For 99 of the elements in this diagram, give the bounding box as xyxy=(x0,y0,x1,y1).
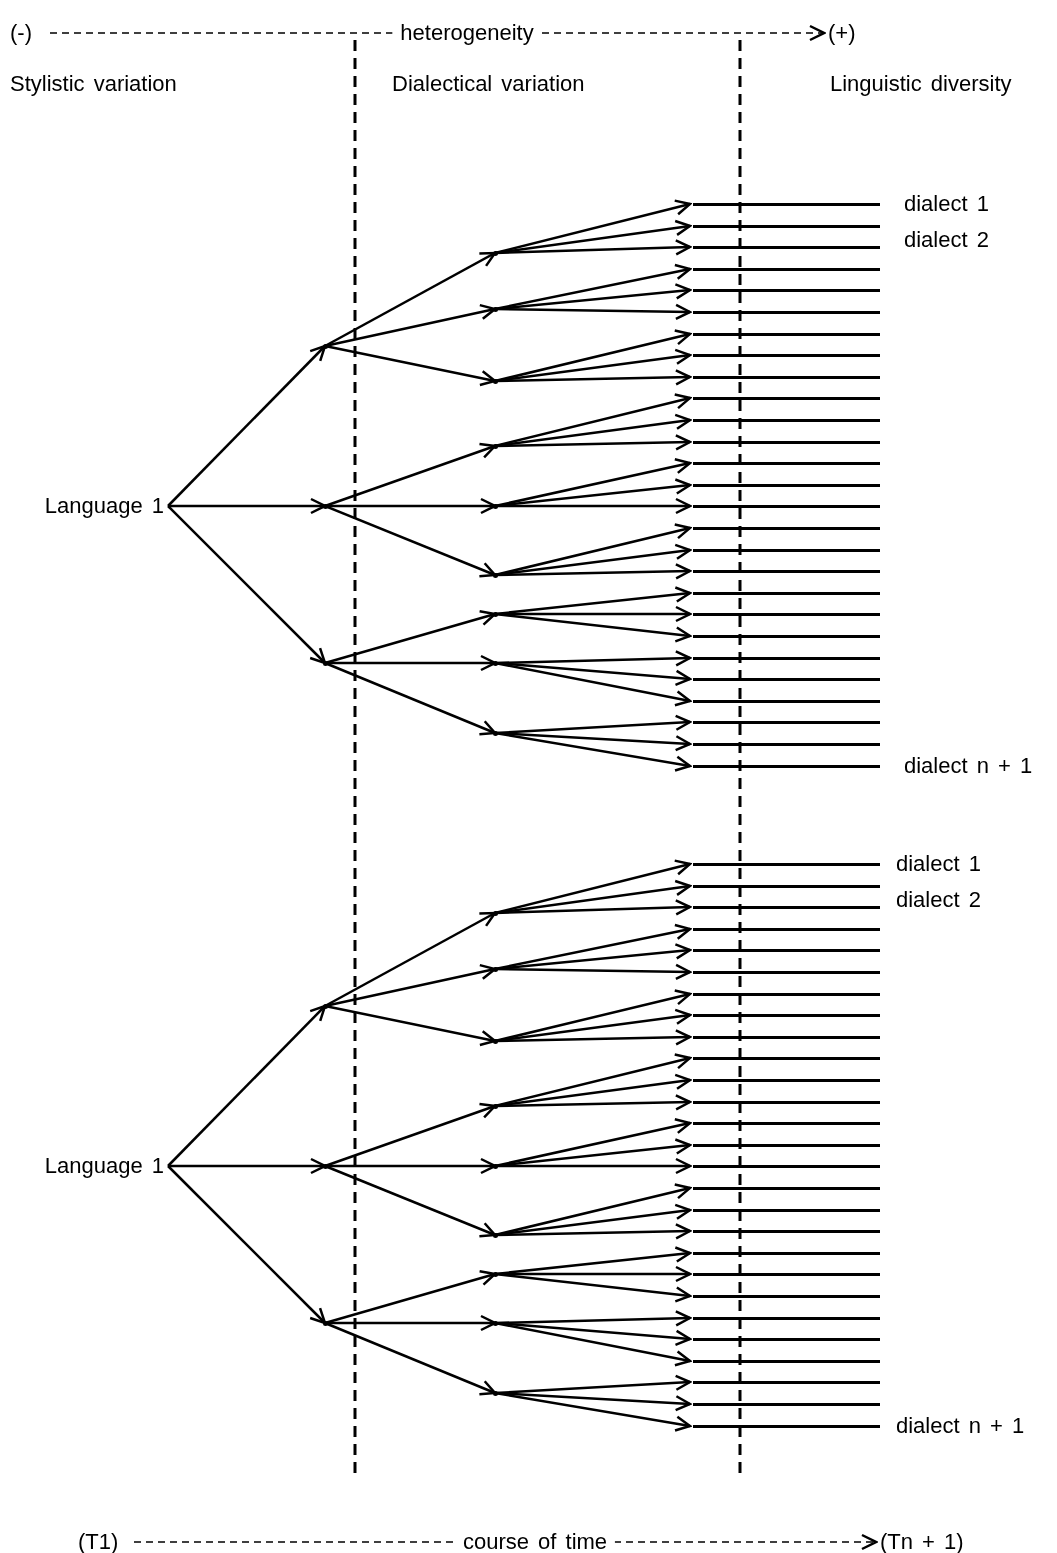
branch-label: dialect 2 xyxy=(904,226,989,254)
junction-dot xyxy=(492,1390,498,1396)
branch-line xyxy=(693,332,880,336)
junction-dot xyxy=(492,1232,498,1238)
branch-line xyxy=(693,634,880,638)
branch-line xyxy=(693,1229,880,1233)
branch-line xyxy=(693,1402,880,1406)
node-text: Language 1 xyxy=(6,492,164,520)
junction-dot xyxy=(492,1320,498,1326)
junction-dot xyxy=(492,443,498,449)
branch-line xyxy=(693,742,880,746)
branch-line xyxy=(693,440,880,444)
junction-dot xyxy=(322,1003,328,1009)
junction-dot xyxy=(492,730,498,736)
node-text: (Tn + 1) xyxy=(880,1528,972,1553)
branch-line xyxy=(693,862,880,866)
junction-dot xyxy=(492,1103,498,1109)
branch-line xyxy=(693,591,880,595)
branch-line xyxy=(693,677,880,681)
branch-line xyxy=(693,548,880,552)
junction-dot xyxy=(492,1271,498,1277)
branch-label: dialect n + 1 xyxy=(904,752,1033,780)
junction-dot xyxy=(492,572,498,578)
branch-line xyxy=(693,612,880,616)
branch-line xyxy=(693,245,880,249)
branch-line xyxy=(693,396,880,400)
branch-line xyxy=(693,764,880,768)
branch-line xyxy=(693,1337,880,1341)
junction-dot xyxy=(492,250,498,256)
junction-dot xyxy=(492,611,498,617)
branch-line xyxy=(693,483,880,487)
arrow xyxy=(495,497,692,515)
arrow xyxy=(167,344,327,507)
branch-line xyxy=(693,1035,880,1039)
arrow xyxy=(167,1004,327,1167)
branch-line xyxy=(693,288,880,292)
junction-dot xyxy=(492,966,498,972)
branch-line xyxy=(693,699,880,703)
heading-label: Stylistic variation xyxy=(10,70,177,98)
node-text: (+) xyxy=(828,19,868,47)
branch-label: dialect 1 xyxy=(904,190,989,218)
heading-label: Linguistic diversity xyxy=(830,70,1012,98)
branch-line xyxy=(693,310,880,314)
branch-line xyxy=(693,1186,880,1190)
branch-line xyxy=(693,656,880,660)
junction-dot xyxy=(492,1038,498,1044)
branch-line xyxy=(693,905,880,909)
branch-line xyxy=(693,504,880,508)
branch-line xyxy=(693,1251,880,1255)
branch-line xyxy=(693,569,880,573)
branch-line xyxy=(693,1078,880,1082)
junction-dot xyxy=(492,378,498,384)
branch-line xyxy=(693,202,880,206)
branch-line xyxy=(693,1164,880,1168)
branch-line xyxy=(693,1143,880,1147)
branch-line xyxy=(693,1316,880,1320)
branch-line xyxy=(693,970,880,974)
junction-dot xyxy=(322,1320,328,1326)
branch-line xyxy=(693,1056,880,1060)
branch-line xyxy=(693,1380,880,1384)
junction-dot xyxy=(492,910,498,916)
branch-line xyxy=(693,1359,880,1363)
branch-label: dialect 1 xyxy=(896,850,981,878)
heading-label: Dialectical variation xyxy=(392,70,585,98)
branch-label: dialect 2 xyxy=(896,886,981,914)
branch-line xyxy=(693,418,880,422)
junction-dot xyxy=(322,1163,328,1169)
node-text: (-) xyxy=(10,19,46,47)
junction-dot xyxy=(492,1163,498,1169)
node-text: (T1) xyxy=(78,1528,130,1553)
arrow xyxy=(167,505,327,665)
arrow xyxy=(495,1157,692,1175)
branch-line xyxy=(693,375,880,379)
junction-dot xyxy=(322,660,328,666)
branch-line xyxy=(693,927,880,931)
branch-line xyxy=(693,1272,880,1276)
branch-line xyxy=(693,461,880,465)
junction-dot xyxy=(492,503,498,509)
junction-dot xyxy=(322,343,328,349)
junction-dot xyxy=(492,306,498,312)
arrow xyxy=(167,1165,327,1325)
branch-line xyxy=(693,224,880,228)
branch-line xyxy=(693,884,880,888)
junction-dot xyxy=(322,503,328,509)
branch-line xyxy=(693,720,880,724)
node-text: Language 1 xyxy=(6,1152,164,1180)
branch-line xyxy=(693,526,880,530)
branch-line xyxy=(693,1208,880,1212)
branch-line xyxy=(693,948,880,952)
branch-line xyxy=(693,1013,880,1017)
branch-label: dialect n + 1 xyxy=(896,1412,1025,1440)
branch-line xyxy=(693,1424,880,1428)
branch-line xyxy=(693,1121,880,1125)
branch-line xyxy=(693,1100,880,1104)
junction-dot xyxy=(492,660,498,666)
branch-line xyxy=(693,353,880,357)
branch-line xyxy=(693,992,880,996)
branch-line xyxy=(693,1294,880,1298)
branch-line xyxy=(693,267,880,271)
